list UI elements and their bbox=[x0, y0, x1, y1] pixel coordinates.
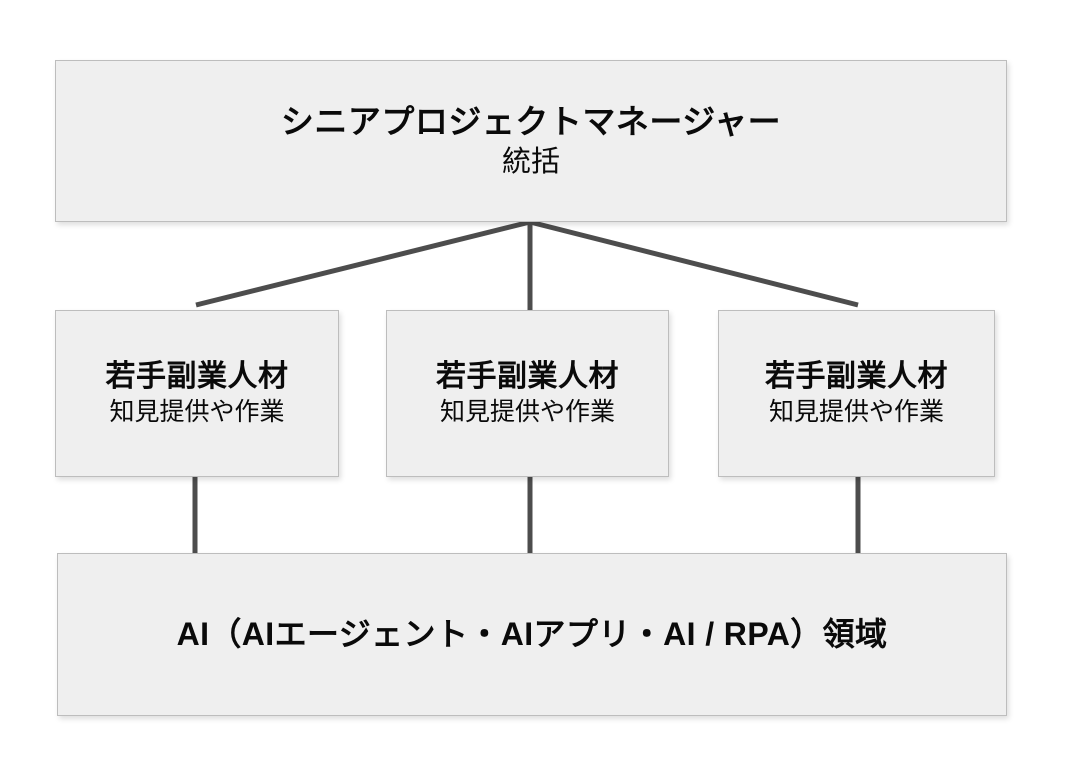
connector-top-to-mid-3 bbox=[529, 219, 859, 308]
node-top-subtitle: 統括 bbox=[501, 145, 560, 178]
node-mid-3-subtitle: 知見提供や作業 bbox=[768, 397, 944, 426]
node-mid-2-title: 若手副業人材 bbox=[436, 360, 619, 394]
node-mid-1-title: 若手副業人材 bbox=[105, 360, 289, 394]
node-ai-domain[interactable]: AI（AIエージェント・AIアプリ・AI / RPA）領域 bbox=[57, 553, 1007, 716]
node-senior-project-manager[interactable]: シニアプロジェクトマネージャー 統括 bbox=[55, 60, 1007, 222]
node-bottom-title: AI（AIエージェント・AIアプリ・AI / RPA）領域 bbox=[176, 616, 888, 653]
node-young-side-job-talent-1[interactable]: 若手副業人材 知見提供や作業 bbox=[55, 310, 339, 477]
node-mid-1-subtitle: 知見提供や作業 bbox=[109, 397, 285, 426]
node-top-title: シニアプロジェクトマネージャー bbox=[280, 102, 782, 140]
node-mid-3-title: 若手副業人材 bbox=[765, 360, 948, 394]
node-young-side-job-talent-3[interactable]: 若手副業人材 知見提供や作業 bbox=[718, 310, 995, 477]
connector-top-to-mid-1 bbox=[195, 219, 531, 308]
node-mid-2-subtitle: 知見提供や作業 bbox=[439, 397, 615, 426]
node-young-side-job-talent-2[interactable]: 若手副業人材 知見提供や作業 bbox=[386, 310, 669, 477]
